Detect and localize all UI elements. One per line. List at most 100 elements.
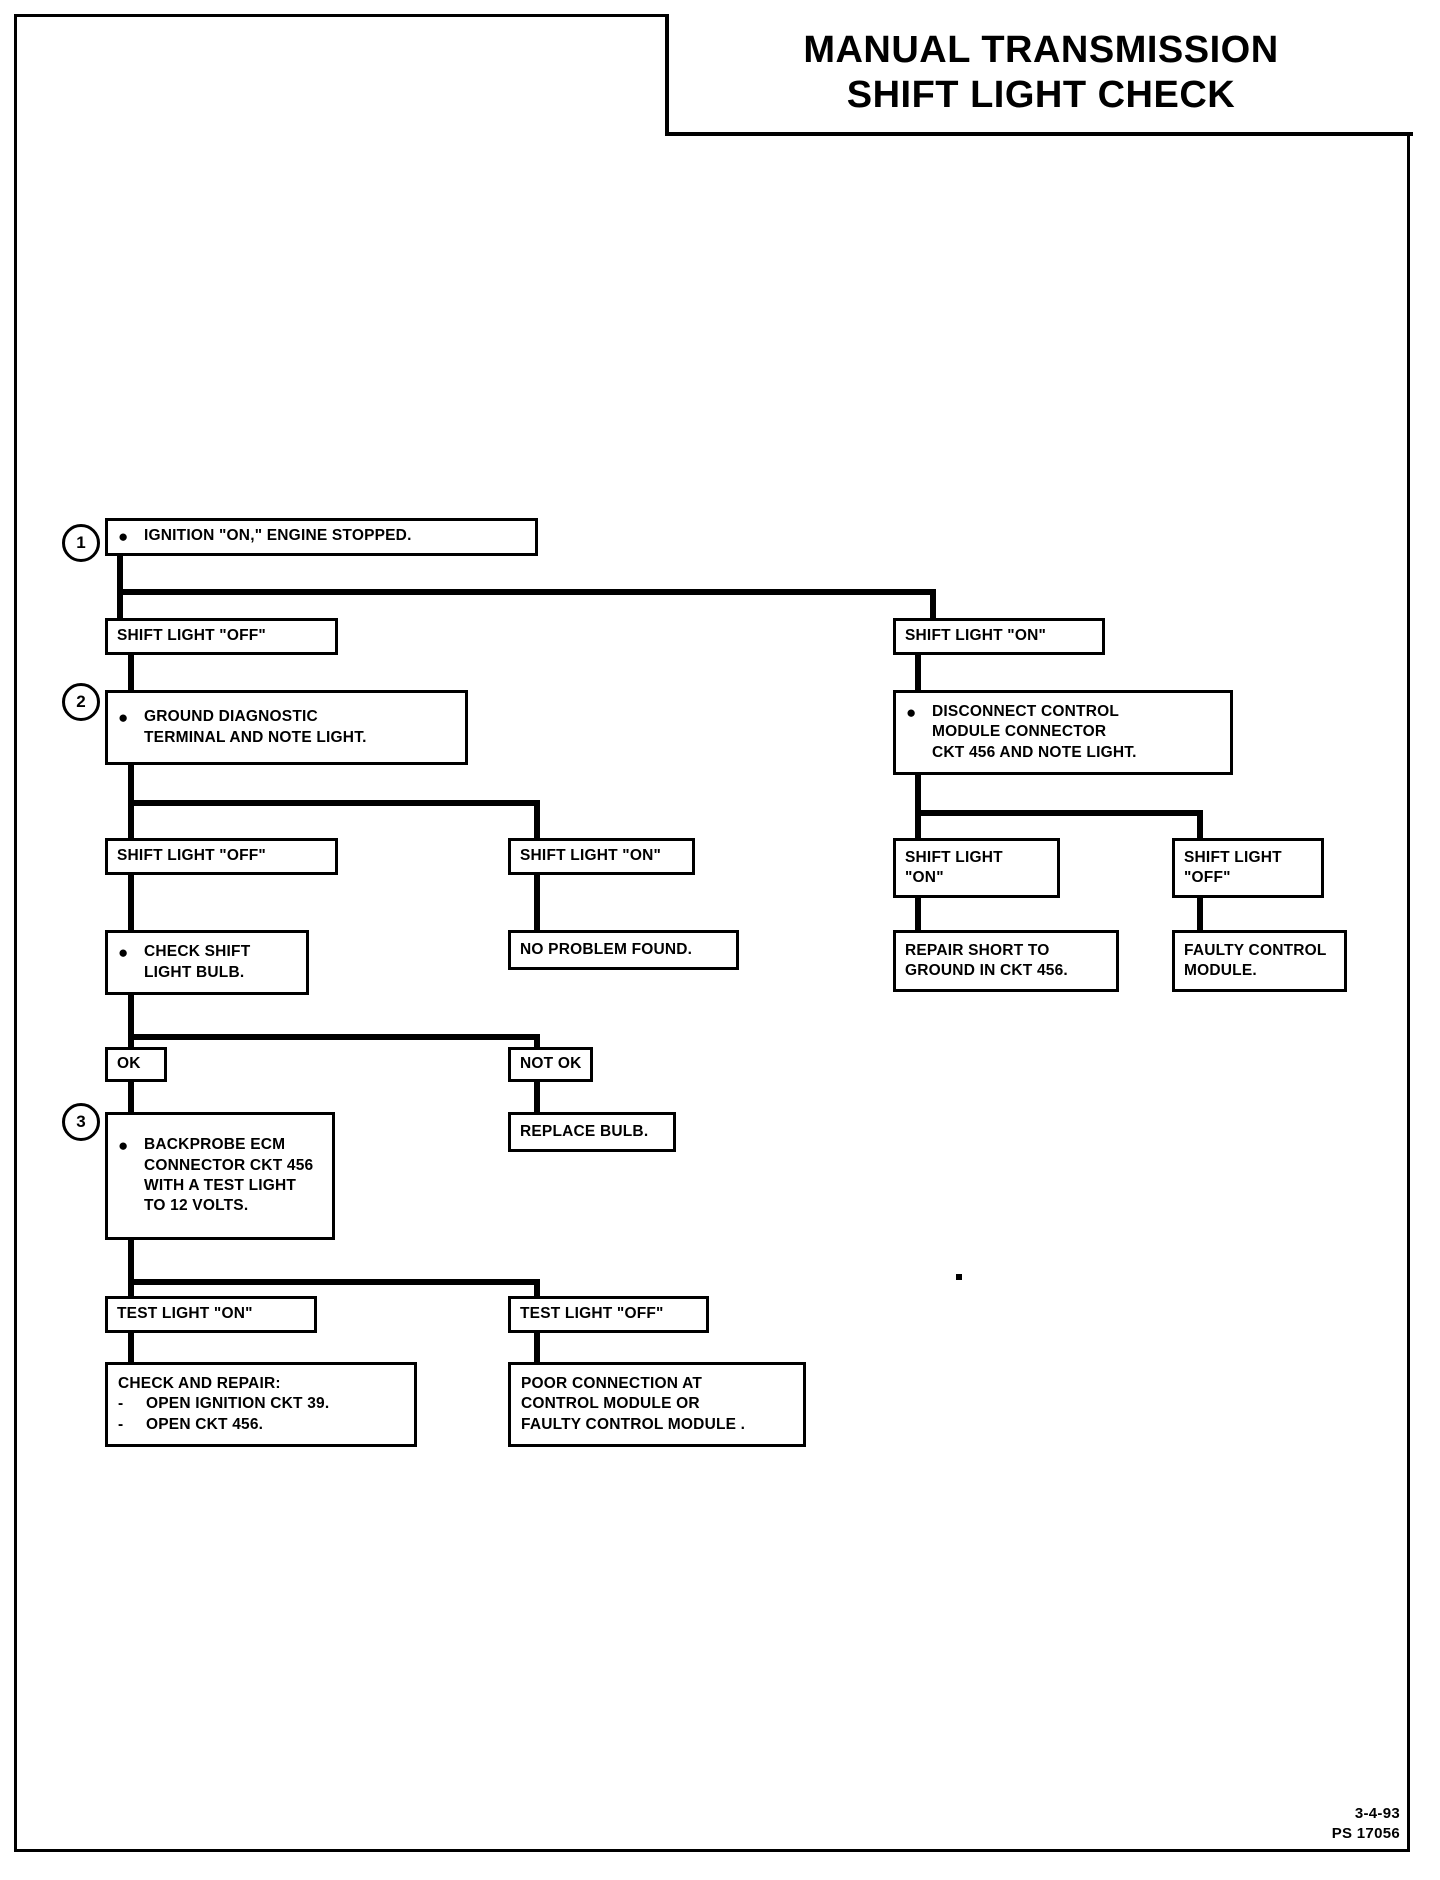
node-disconnect-line-1: DISCONNECT CONTROL xyxy=(932,702,1120,720)
connector-testlighton-to-checkrepair xyxy=(128,1330,134,1365)
connector-checkbulb-down xyxy=(128,992,134,1040)
step-number-3-label: 3 xyxy=(76,1112,86,1131)
node-step2-line-2: TERMINAL AND NOTE LIGHT. xyxy=(144,728,367,746)
connector-level4-left-leg xyxy=(128,1279,134,1304)
connector-left-branch-1 xyxy=(117,589,123,621)
node-shift-light-on-2-text: SHIFT LIGHT "ON" xyxy=(520,847,662,865)
node-shift-light-on-3-line-2: "ON" xyxy=(905,869,944,886)
node-step2-ground-diagnostic[interactable]: ● GROUND DIAGNOSTIC TERMINAL AND NOTE LI… xyxy=(105,690,468,765)
connector-shiftoff2-to-checkbulb xyxy=(128,872,134,933)
node-step3-line-2: CONNECTOR CKT 456 xyxy=(144,1156,314,1174)
connector-right-leg-off xyxy=(1197,810,1203,843)
node-ok-text: OK xyxy=(117,1055,141,1073)
node-poor-connection[interactable]: POOR CONNECTION AT CONTROL MODULE OR FAU… xyxy=(508,1362,806,1447)
connector-right-leg-on xyxy=(915,810,921,843)
node-faulty-module-line-1: FAULTY CONTROL xyxy=(1184,941,1327,959)
node-shift-light-on-1-text: SHIFT LIGHT "ON" xyxy=(905,627,1047,645)
connector-testlightoff-to-poorconn xyxy=(534,1330,540,1365)
node-check-repair-heading: CHECK AND REPAIR: xyxy=(118,1374,281,1392)
bullet-icon: ● xyxy=(118,943,129,963)
connector-shiftoff3-to-faulty xyxy=(1197,895,1203,933)
footer-date: 3-4-93 xyxy=(1354,1804,1400,1822)
node-shift-light-off-3-line-2: "OFF" xyxy=(1184,869,1231,886)
node-shift-light-on-3[interactable]: SHIFT LIGHT "ON" xyxy=(893,838,1060,898)
node-check-bulb-line-1: CHECK SHIFT xyxy=(144,943,251,961)
node-shift-light-off-2-text: SHIFT LIGHT "OFF" xyxy=(117,847,266,865)
step-number-2: 2 xyxy=(62,683,100,721)
step-number-3: 3 xyxy=(62,1103,100,1141)
connector-level4-right-leg xyxy=(534,1279,540,1304)
node-shift-light-off-1[interactable]: SHIFT LIGHT "OFF" xyxy=(105,618,338,655)
node-test-light-off[interactable]: TEST LIGHT "OFF" xyxy=(508,1296,709,1333)
node-no-problem-found[interactable]: NO PROBLEM FOUND. xyxy=(508,930,739,970)
node-check-repair-item-1: OPEN IGNITION CKT 39. xyxy=(146,1395,330,1413)
node-step3-line-3: WITH A TEST LIGHT xyxy=(144,1177,297,1194)
connector-split-level1 xyxy=(117,589,936,595)
node-check-bulb-line-2: LIGHT BULB. xyxy=(144,963,245,981)
node-test-light-on[interactable]: TEST LIGHT "ON" xyxy=(105,1296,317,1333)
connector-level2-right-leg xyxy=(534,800,540,841)
connector-shiftoff1-to-step2 xyxy=(128,652,134,693)
node-test-light-on-text: TEST LIGHT "ON" xyxy=(117,1305,253,1323)
node-shift-light-off-2[interactable]: SHIFT LIGHT "OFF" xyxy=(105,838,338,875)
node-not-ok[interactable]: NOT OK xyxy=(508,1047,593,1082)
dash-marker-icon: - xyxy=(118,1395,124,1413)
node-check-repair-item-2: OPEN CKT 456. xyxy=(146,1415,264,1433)
node-replace-bulb[interactable]: REPLACE BULB. xyxy=(508,1112,676,1152)
connector-split-level2-right xyxy=(915,810,1203,816)
node-shift-light-on-3-line-1: SHIFT LIGHT xyxy=(905,848,1003,866)
connector-disconnect-down xyxy=(915,772,921,816)
title-block: MANUAL TRANSMISSION SHIFT LIGHT CHECK xyxy=(665,14,1413,136)
node-not-ok-text: NOT OK xyxy=(520,1055,582,1073)
node-shift-light-off-3-line-1: SHIFT LIGHT xyxy=(1184,848,1282,866)
node-faulty-module-line-2: MODULE. xyxy=(1184,962,1257,979)
connector-step3-down xyxy=(128,1237,134,1285)
connector-level3-left-leg xyxy=(128,1034,134,1056)
node-step1-text: IGNITION "ON," ENGINE STOPPED. xyxy=(144,526,412,544)
node-test-light-off-text: TEST LIGHT "OFF" xyxy=(520,1305,664,1323)
node-replace-bulb-text: REPLACE BULB. xyxy=(520,1122,649,1140)
node-repair-short-to-ground[interactable]: REPAIR SHORT TO GROUND IN CKT 456. xyxy=(893,930,1119,992)
bullet-icon: ● xyxy=(118,708,129,728)
connector-right-branch-1 xyxy=(930,589,936,621)
bullet-icon: ● xyxy=(118,526,129,546)
connector-ok-to-step3 xyxy=(128,1079,134,1115)
step-number-2-label: 2 xyxy=(76,692,86,711)
node-step2-line-1: GROUND DIAGNOSTIC xyxy=(144,708,318,726)
node-shift-light-on-2[interactable]: SHIFT LIGHT "ON" xyxy=(508,838,695,875)
node-shift-light-off-1-text: SHIFT LIGHT "OFF" xyxy=(117,627,266,645)
connector-level3-right-leg xyxy=(534,1034,540,1056)
connector-split-level2-left xyxy=(128,800,540,806)
node-disconnect-control-module[interactable]: ● DISCONNECT CONTROL MODULE CONNECTOR CK… xyxy=(893,690,1233,775)
node-ok[interactable]: OK xyxy=(105,1047,167,1082)
connector-level2-left-leg xyxy=(128,800,134,841)
node-repair-short-line-1: REPAIR SHORT TO xyxy=(905,941,1050,959)
node-step3-backprobe-ecm[interactable]: ● BACKPROBE ECM CONNECTOR CKT 456 WITH A… xyxy=(105,1112,335,1240)
connector-step1-down xyxy=(117,553,123,595)
node-repair-short-line-2: GROUND IN CKT 456. xyxy=(905,962,1068,979)
node-disconnect-line-2: MODULE CONNECTOR xyxy=(932,723,1107,741)
connector-split-level3 xyxy=(128,1034,540,1040)
connector-shifton2-to-noproblem xyxy=(534,872,540,933)
step-number-1-label: 1 xyxy=(76,533,86,552)
connector-notok-to-replacebulb xyxy=(534,1079,540,1115)
node-shift-light-off-3[interactable]: SHIFT LIGHT "OFF" xyxy=(1172,838,1324,898)
connector-shifton3-to-repairshort xyxy=(915,895,921,933)
node-step3-line-4: TO 12 VOLTS. xyxy=(144,1197,249,1215)
node-faulty-control-module[interactable]: FAULTY CONTROL MODULE. xyxy=(1172,930,1347,992)
node-step3-line-1: BACKPROBE ECM xyxy=(144,1136,286,1154)
dash-marker-icon: - xyxy=(118,1415,124,1433)
bullet-icon: ● xyxy=(906,702,917,722)
node-step1-ignition-on[interactable]: ● IGNITION "ON," ENGINE STOPPED. xyxy=(105,518,538,556)
node-disconnect-line-3: CKT 456 AND NOTE LIGHT. xyxy=(932,743,1137,761)
node-check-shift-light-bulb[interactable]: ● CHECK SHIFT LIGHT BULB. xyxy=(105,930,309,995)
node-shift-light-on-1[interactable]: SHIFT LIGHT "ON" xyxy=(893,618,1105,655)
title-line-2: SHIFT LIGHT CHECK xyxy=(846,74,1236,116)
connector-shifton1-to-disconnect xyxy=(915,652,921,693)
node-poor-conn-line-3: FAULTY CONTROL MODULE . xyxy=(521,1415,746,1433)
title-line-1: MANUAL TRANSMISSION xyxy=(803,29,1279,72)
bullet-icon: ● xyxy=(118,1136,129,1156)
node-check-and-repair[interactable]: CHECK AND REPAIR: - OPEN IGNITION CKT 39… xyxy=(105,1362,417,1447)
footer-code: PS 17056 xyxy=(1331,1824,1400,1842)
